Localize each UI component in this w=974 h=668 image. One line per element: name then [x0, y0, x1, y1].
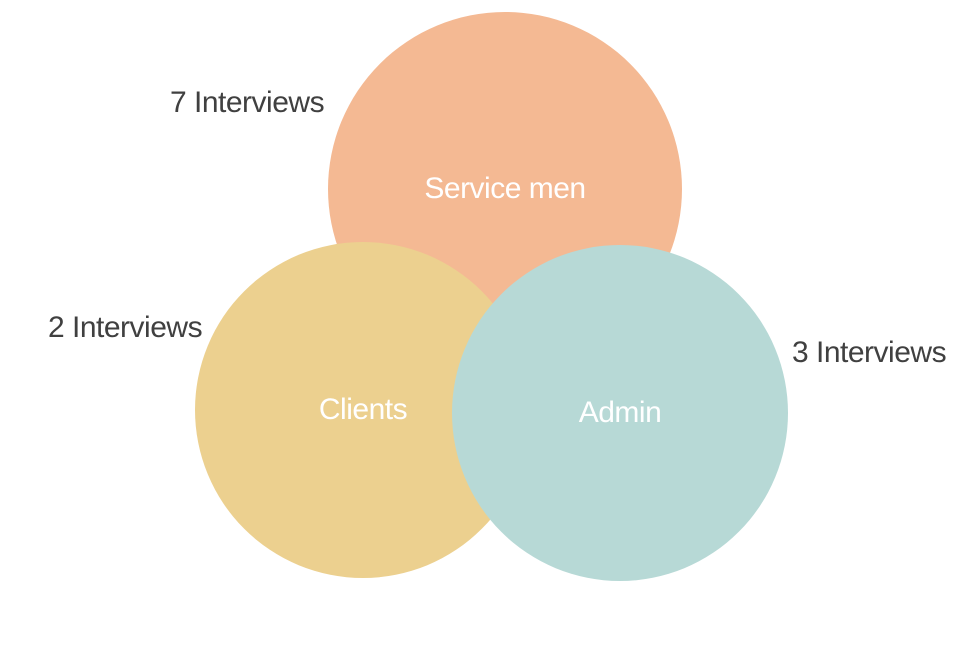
service-men-interviews: 7 Interviews	[170, 86, 325, 119]
clients-label: Clients	[318, 393, 408, 426]
admin-label: Admin	[578, 396, 662, 429]
clients-interviews: 2 Interviews	[48, 311, 203, 344]
admin-interviews: 3 Interviews	[792, 336, 947, 369]
service-men-label: Service men	[424, 172, 586, 205]
admin-circle: Admin	[452, 245, 788, 581]
